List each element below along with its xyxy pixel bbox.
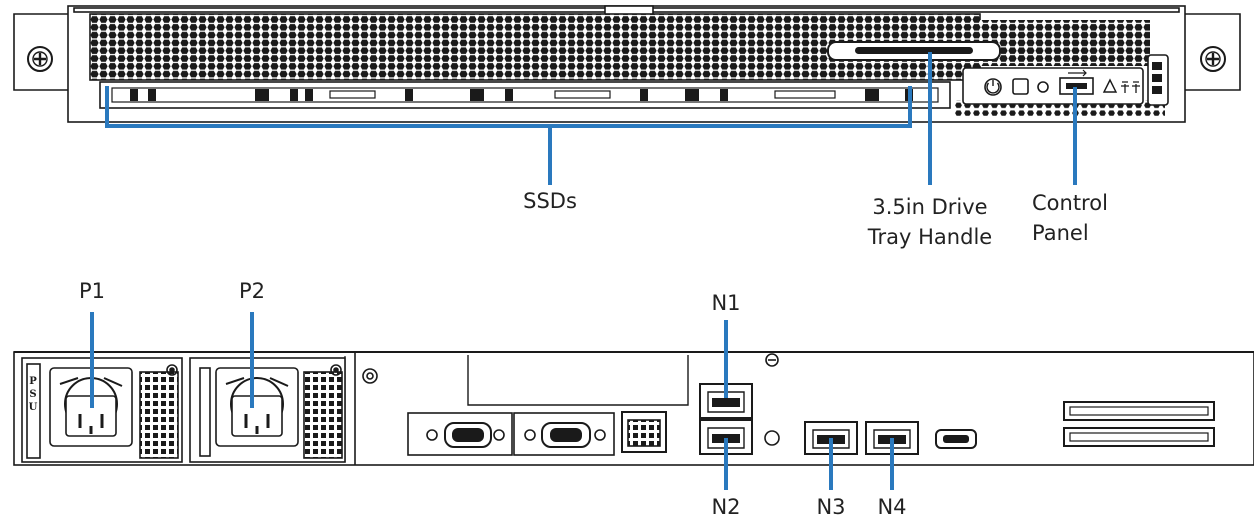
psu-marking-letter: P	[29, 376, 37, 387]
ssds-label: SSDs	[523, 189, 577, 213]
psu-marking-letter: U	[29, 402, 38, 413]
control-panel-label-line2: Panel	[1032, 221, 1089, 245]
psu-2	[189, 357, 346, 463]
drive-tray-handle-label: 3.5in Drive Tray Handle	[830, 192, 1030, 252]
front-view	[13, 5, 1241, 123]
warning-icon	[1102, 78, 1118, 93]
n3-label: N3	[816, 495, 846, 519]
psu-marking: P S U	[29, 376, 38, 413]
rack-screw-icon	[1200, 46, 1226, 72]
rear-view	[13, 351, 1254, 466]
serial-port	[524, 422, 606, 448]
chassis-screw	[362, 368, 378, 384]
ssds-callout-line	[105, 86, 912, 185]
n1-label: N1	[711, 291, 741, 315]
psu-1	[21, 357, 183, 463]
n4-label: N4	[877, 495, 907, 519]
control-panel	[962, 67, 1144, 105]
p1-label: P1	[78, 279, 106, 303]
psu-marking-letter: S	[29, 389, 36, 400]
ssd-bay	[99, 81, 951, 109]
control-panel-label-line1: Control	[1032, 191, 1108, 215]
rack-screw-icon	[27, 46, 53, 72]
vga-port	[426, 422, 505, 448]
reset-button	[1012, 78, 1029, 95]
p2-label: P2	[238, 279, 266, 303]
rear-callouts	[90, 312, 894, 490]
management-ethernet-port	[621, 411, 667, 453]
chassis-screw	[765, 353, 779, 367]
front-callouts	[105, 52, 1077, 185]
network-status-icon	[1121, 81, 1140, 93]
id-led	[1037, 81, 1049, 93]
mini-usb-port	[935, 429, 977, 449]
n2-label: N2	[711, 495, 741, 519]
control-panel-label: Control Panel	[1032, 188, 1152, 248]
usb-icon	[1068, 69, 1087, 77]
power-button-icon	[984, 78, 1002, 96]
ground-point	[764, 430, 780, 446]
drive-tray-handle-label-line1: 3.5in Drive	[872, 195, 988, 219]
drive-tray-handle-label-line2: Tray Handle	[867, 225, 993, 249]
